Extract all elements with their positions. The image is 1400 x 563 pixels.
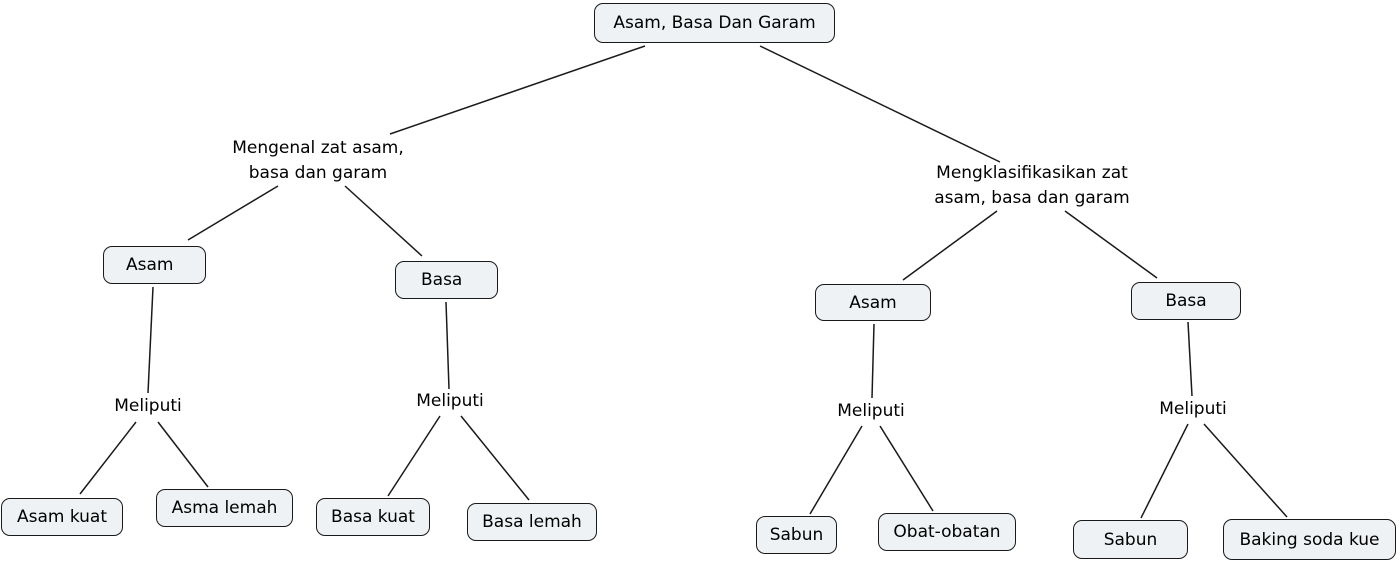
leaf-baking-soda-kue[interactable]: Baking soda kue	[1223, 519, 1396, 560]
leaf-asam-kuat[interactable]: Asam kuat	[1, 498, 123, 536]
connector-r-asam-meliputi	[871, 323, 875, 399]
root-node[interactable]: Asam, Basa Dan Garam	[594, 3, 835, 43]
connector-l-meliputi-asma-lemah	[157, 421, 209, 488]
left-linking-phrase: Mengenal zat asam, basa dan garam	[218, 136, 418, 186]
left-asam-node[interactable]: Asam	[103, 246, 206, 284]
connector-r-basa-meliputi	[1187, 321, 1193, 397]
connector-lb-meliputi-basa-lemah	[460, 415, 530, 501]
left-phrase-line-1: Mengenal zat asam,	[232, 138, 404, 158]
right-phrase-line-2: asam, basa dan garam	[934, 188, 1130, 208]
connector-l-basa-meliputi	[445, 301, 450, 390]
connector-left-basa	[344, 185, 423, 257]
leaf-right-basa-sabun[interactable]: Sabun	[1073, 520, 1188, 559]
right-basa-node[interactable]: Basa	[1131, 282, 1241, 320]
left-asam-linking-meliputi: Meliputi	[114, 396, 182, 416]
connector-rb-meliputi-baking	[1203, 423, 1288, 518]
connector-right-basa	[1064, 210, 1158, 279]
connector-root-right	[759, 45, 1001, 163]
left-phrase-line-2: basa dan garam	[248, 163, 388, 183]
right-asam-node[interactable]: Asam	[815, 284, 931, 321]
connector-l-asam-meliputi	[147, 286, 154, 394]
leaf-asma-lemah[interactable]: Asma lemah	[156, 489, 293, 527]
connector-l-meliputi-asam-kuat	[79, 421, 137, 495]
right-basa-linking-meliputi: Meliputi	[1159, 399, 1227, 419]
leaf-basa-lemah[interactable]: Basa lemah	[467, 503, 597, 541]
connector-root-left	[389, 45, 646, 135]
connector-right-asam	[902, 210, 998, 281]
connector-lb-meliputi-basa-kuat	[387, 415, 441, 497]
leaf-right-asam-sabun[interactable]: Sabun	[756, 516, 837, 554]
right-asam-linking-meliputi: Meliputi	[837, 401, 905, 421]
connector-r-meliputi-sabun	[809, 425, 863, 515]
connector-r-meliputi-obat	[879, 425, 934, 512]
right-linking-phrase: Mengklasifikasikan zat asam, basa dan ga…	[920, 161, 1144, 211]
left-basa-linking-meliputi: Meliputi	[416, 391, 484, 411]
right-phrase-line-1: Mengklasifikasikan zat	[936, 163, 1128, 183]
connector-left-asam	[187, 185, 279, 241]
leaf-obat-obatan[interactable]: Obat-obatan	[878, 513, 1016, 551]
leaf-basa-kuat[interactable]: Basa kuat	[316, 498, 430, 536]
connector-rb-meliputi-sabun	[1140, 423, 1189, 519]
left-basa-node[interactable]: Basa	[395, 261, 498, 299]
